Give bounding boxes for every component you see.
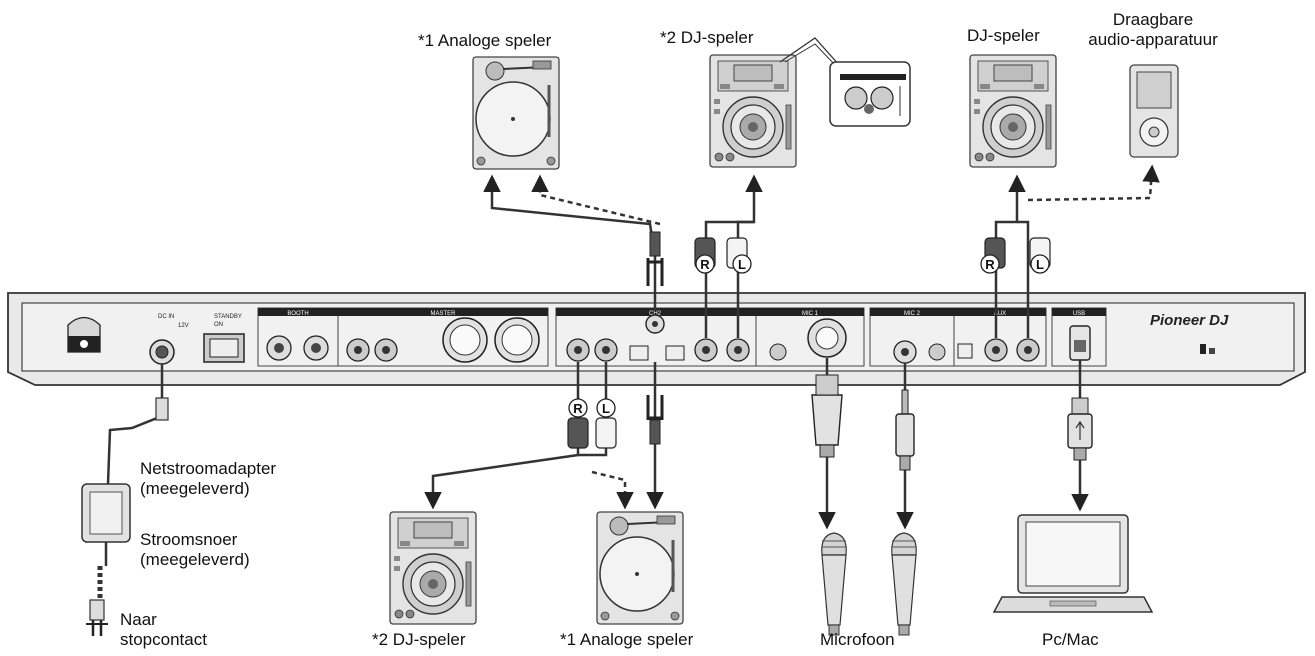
label-mic2: MIC 2 [904,311,921,317]
cord-hook [67,316,101,353]
microphone-2 [891,532,917,636]
label-dc-in: DC IN [158,314,174,320]
label-dj-player-bottom: *2 DJ-speler [372,630,466,649]
label-portable-line1: Draagbare [1112,10,1194,29]
label-analog-player-bottom: *1 Analoge speler [560,630,694,649]
label-dj-player-top: *2 DJ-speler [660,28,754,47]
xlr-plug [811,374,843,458]
usb-plug [1067,397,1093,461]
label-adapter-line1: Netstroomadapter [140,459,277,478]
label-outlet-line2: stopcontact [120,630,207,649]
microphone-1 [821,532,847,636]
label-pc-mac: Pc/Mac [1042,630,1099,649]
gnd-lug-top [646,231,664,286]
label-master: MASTER [430,311,456,317]
label-ch2: CH2 [649,311,662,317]
rca-left-letter-aux: L [1036,257,1044,272]
dj-player-bottom [389,511,477,625]
label-outlet-line1: Naar [120,610,157,629]
analog-player-top [471,55,561,171]
rca-plugs-aux: R L [980,237,1051,274]
label-dj-player-top-right: DJ-speler [967,26,1040,45]
dj-player-top-right [969,54,1057,168]
label-standby: STANDBY [214,314,242,320]
label-adapter-line2: (meegeleverd) [140,479,250,498]
label-analog-player-top: *1 Analoge speler [418,31,552,50]
label-on: ON [214,322,223,328]
gnd-lug-bottom [646,395,664,445]
brand-logo: Pioneer DJ [1150,312,1229,329]
mixer-rear-panel: BOOTH MASTER CH2 MIC 1 MIC 2 AUX USB DC … [7,292,1306,386]
rca-left-letter-ch2: L [602,401,610,416]
label-power-cord: Stroomsnoer (meegeleverd) [140,530,250,570]
dj-player-top [709,54,797,168]
zoom-callout [779,37,911,127]
rca-left-letter-ch1: L [738,257,746,272]
trs-plug [895,389,915,471]
laptop [992,514,1154,613]
portable-audio-device [1129,64,1179,158]
label-mic1: MIC 1 [802,311,819,317]
label-outlet: Naar stopcontact [120,610,207,650]
label-cord-line1: Stroomsnoer [140,530,238,549]
rca-right-letter-ch2: R [573,401,583,416]
power-plug [86,599,108,636]
analog-player-bottom [595,510,685,626]
ac-adapter [81,483,131,543]
rca-right-letter-ch1: R [700,257,710,272]
label-voltage: 12V [178,323,189,329]
label-aux: AUX [994,311,1006,317]
label-booth: BOOTH [287,311,308,317]
label-cord-line2: (meegeleverd) [140,550,250,569]
rca-plugs-ch1: R L [694,237,752,274]
label-usb: USB [1073,311,1085,317]
cables [97,164,1160,600]
rca-right-letter-aux: R [985,257,995,272]
label-microphone: Microfoon [820,630,895,649]
label-portable-audio: Draagbare audio-apparatuur [1068,10,1238,50]
rca-plugs-ch2: R L [567,398,617,449]
label-portable-line2: audio-apparatuur [1088,30,1218,49]
label-ac-adapter: Netstroomadapter (meegeleverd) [140,459,276,499]
